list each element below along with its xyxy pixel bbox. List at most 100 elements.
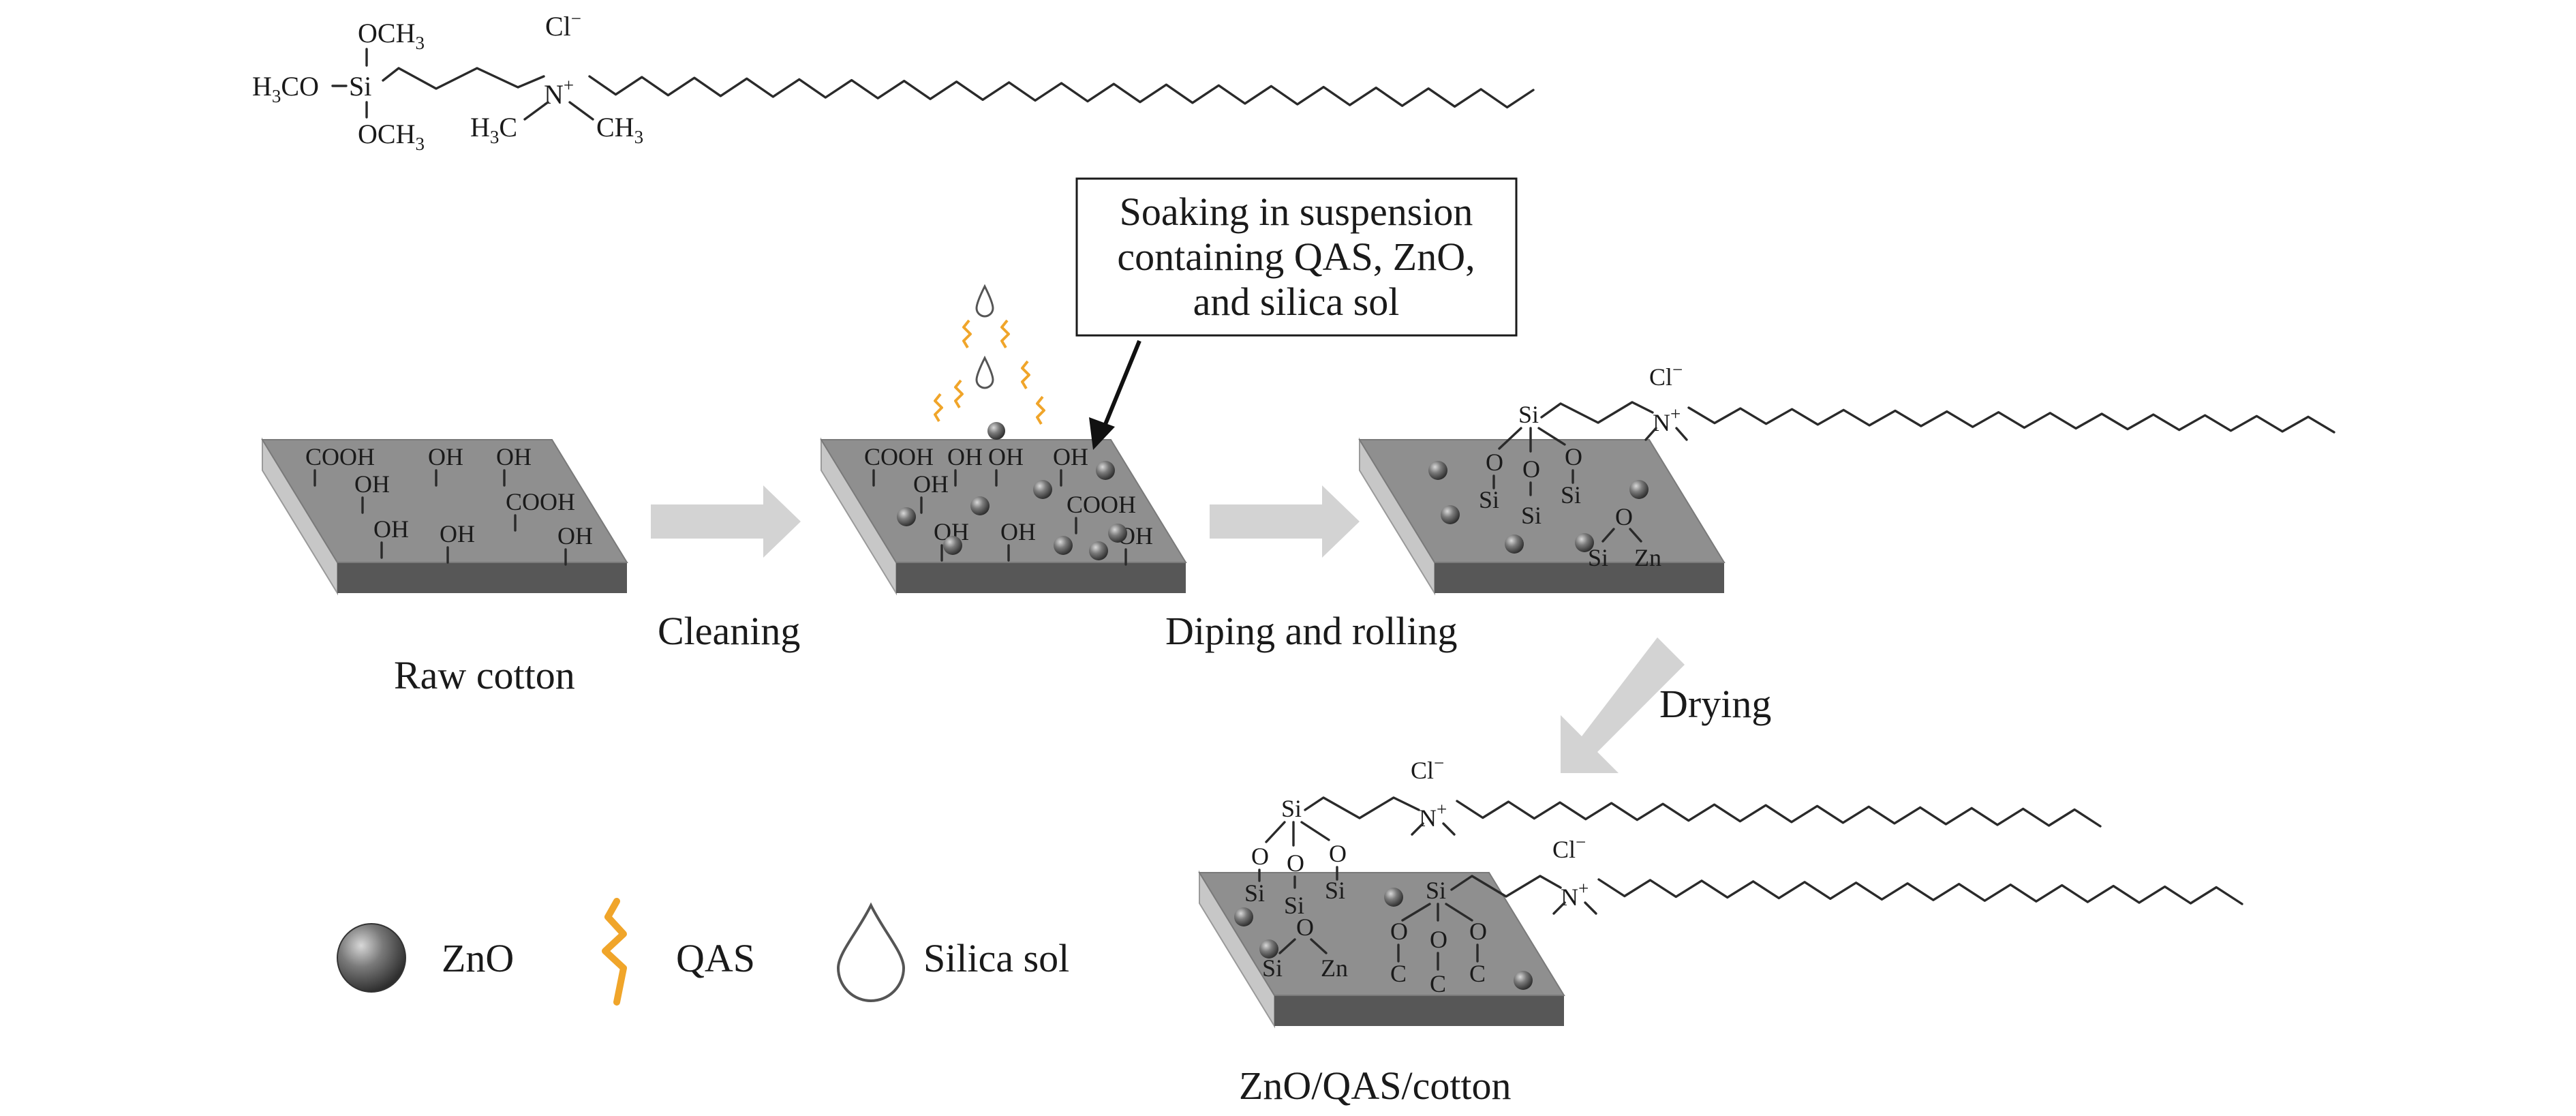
zno-particle xyxy=(943,536,962,555)
zno-particle xyxy=(1033,480,1052,499)
slab-top xyxy=(1198,872,1565,996)
zno-particle xyxy=(1514,971,1533,990)
o-atom: O xyxy=(1287,849,1304,877)
bond xyxy=(568,101,594,121)
qas-squiggle xyxy=(934,393,943,423)
qas-molecule-structure: OCH3 H3CO Si OCH3 N+ Cl− H3C CH3 xyxy=(252,8,1535,154)
si-atom: Si xyxy=(1479,486,1499,513)
oh-group: OH xyxy=(557,522,593,549)
cooh-group: COOH xyxy=(506,488,575,515)
soaking-callout: Soaking in suspension containing QAS, Zn… xyxy=(1075,177,1518,450)
legend: ZnO QAS Silica sol xyxy=(337,898,1069,1006)
o-atom: O xyxy=(1329,840,1347,867)
drying-arrow xyxy=(1561,637,1685,773)
zno-legend-label: ZnO xyxy=(442,936,514,980)
chloride-ion: Cl− xyxy=(1649,359,1683,391)
silica-droplet xyxy=(975,284,994,318)
o-atom: O xyxy=(1251,843,1269,870)
si-atom: Si xyxy=(1521,502,1542,529)
zno-particle xyxy=(987,422,1005,440)
zno-particle xyxy=(1428,461,1447,480)
n-plus-atom: N+ xyxy=(1561,878,1589,911)
ch3-label: CH3 xyxy=(596,112,643,147)
silica-sol-legend-icon xyxy=(836,902,906,1002)
si-atom: Si xyxy=(1426,877,1446,904)
callout-pointer xyxy=(1101,340,1141,432)
silica-sol-legend-label: Silica sol xyxy=(923,936,1069,980)
zno-particle xyxy=(1384,888,1403,907)
si-atom: Si xyxy=(1281,795,1302,822)
cooh-group: COOH xyxy=(864,443,934,470)
oh-group: OH xyxy=(947,443,983,470)
callout-line-2: containing QAS, ZnO, xyxy=(1117,235,1475,279)
dipping-label: Diping and rolling xyxy=(1165,609,1458,653)
propyl-chain xyxy=(1540,401,1654,424)
alkyl-chain xyxy=(588,75,1535,109)
qas-legend-label: QAS xyxy=(676,936,755,980)
qas-squiggle xyxy=(962,319,972,349)
zno-legend-icon xyxy=(337,923,406,993)
si-atom: Si xyxy=(1325,877,1345,904)
slab-front xyxy=(337,562,627,593)
bond xyxy=(1401,903,1431,922)
bond xyxy=(1278,938,1296,954)
o-atom: O xyxy=(1430,926,1447,953)
bond xyxy=(1675,427,1688,441)
alkyl-chain xyxy=(1597,878,2243,905)
cooh-group: COOH xyxy=(305,443,375,470)
qas-legend-icon xyxy=(602,898,627,1006)
bond xyxy=(1552,901,1566,915)
callout-line-3: and silica sol xyxy=(1193,280,1400,324)
si-atom: Si xyxy=(1262,954,1283,982)
propyl-chain xyxy=(1450,875,1562,898)
si-atom: Si xyxy=(1284,892,1304,919)
bond xyxy=(1601,528,1615,543)
slab-front xyxy=(1435,562,1724,593)
och3-top-label: OCH3 xyxy=(358,18,425,53)
soaked-cotton-slab: COOH OH OH OH OH COOH OH OH OH xyxy=(820,422,1187,596)
zno-particle xyxy=(1505,534,1524,554)
bond xyxy=(1445,903,1473,922)
bond xyxy=(1442,822,1456,836)
zno-particle xyxy=(1108,524,1127,543)
c-atom: C xyxy=(1430,970,1446,997)
zno-particle xyxy=(1575,533,1594,552)
oh-group: OH xyxy=(354,470,390,498)
callout-line-1: Soaking in suspension xyxy=(1120,190,1473,234)
bond xyxy=(1498,427,1522,450)
callout-box xyxy=(1075,177,1518,337)
qas-squiggle xyxy=(954,379,964,409)
o-atom: O xyxy=(1565,443,1582,470)
si-atom: Si xyxy=(1518,401,1539,428)
oh-group: OH xyxy=(988,443,1024,470)
alkyl-chain xyxy=(1687,406,2335,434)
bond xyxy=(1537,427,1566,446)
slab-front xyxy=(1274,995,1564,1026)
si-atom: Si xyxy=(1244,879,1265,907)
n-plus-label: N+ xyxy=(544,75,574,110)
propyl-chain xyxy=(1304,796,1420,819)
cleaning-arrow xyxy=(651,485,801,558)
zno-particle xyxy=(897,507,916,526)
zn-atom: Zn xyxy=(1634,544,1661,571)
n-plus-atom: N+ xyxy=(1419,799,1447,832)
si-atom: Si xyxy=(1561,481,1581,509)
o-atom: O xyxy=(1390,918,1408,945)
c-atom: C xyxy=(1390,960,1407,987)
falling-reagents xyxy=(934,284,1045,425)
coated-cotton-slab: Si O Si O Si O Si O Si Zn N+ Cl− xyxy=(1358,359,2335,596)
bond xyxy=(1411,822,1424,836)
zno-particle xyxy=(1089,541,1108,560)
o-atom: O xyxy=(1486,449,1503,476)
oh-group: OH xyxy=(440,520,475,547)
zno-particle xyxy=(970,496,990,515)
zn-atom: Zn xyxy=(1321,954,1348,982)
bond xyxy=(1584,901,1597,915)
chloride-ion: Cl− xyxy=(1411,753,1444,784)
zno-particle xyxy=(1259,939,1278,959)
bond xyxy=(1300,821,1330,841)
oh-group: OH xyxy=(373,515,409,543)
cooh-group: COOH xyxy=(1067,491,1136,518)
oh-group: OH xyxy=(1000,518,1036,545)
